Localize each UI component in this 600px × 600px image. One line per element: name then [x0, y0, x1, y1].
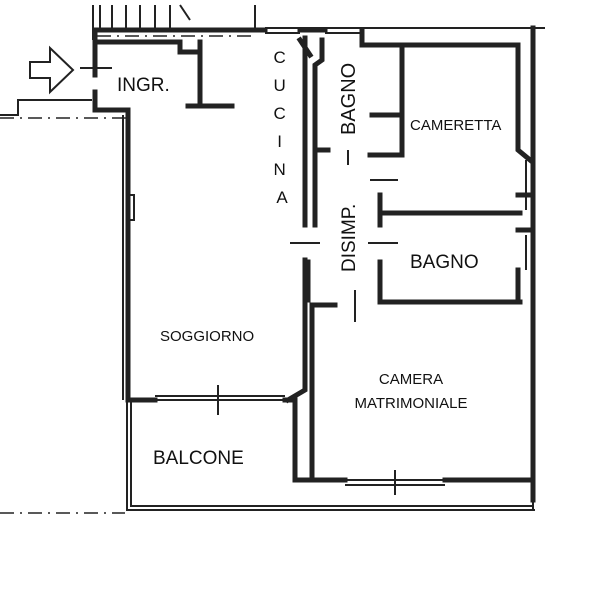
room-label-bathroom-small: BAGNO: [338, 63, 360, 135]
kitchen-letter: U: [273, 76, 285, 95]
room-label-child-bedroom: CAMERETTA: [410, 117, 501, 134]
room-label-kitchen: C U C I N A: [273, 48, 290, 207]
room-label-living-room: SOGGIORNO: [160, 328, 254, 345]
kitchen-letter: N: [273, 160, 285, 179]
room-label-bathroom: BAGNO: [410, 252, 479, 273]
kitchen-letter: I: [277, 132, 282, 151]
kitchen-letter: A: [276, 188, 288, 207]
arrow-right-icon: [29, 45, 75, 95]
room-label-master-bedroom-2: MATRIMONIALE: [354, 395, 467, 412]
walls: [0, 25, 545, 514]
kitchen-letter: C: [273, 104, 285, 123]
top-railing: [92, 4, 256, 40]
room-label-balcony: BALCONE: [153, 448, 244, 469]
room-label-master-bedroom: CAMERA: [379, 371, 443, 388]
kitchen-letter: C: [273, 48, 285, 67]
room-label-entrance: INGR.: [117, 75, 170, 96]
room-label-hallway: DISIMP.: [339, 204, 360, 272]
